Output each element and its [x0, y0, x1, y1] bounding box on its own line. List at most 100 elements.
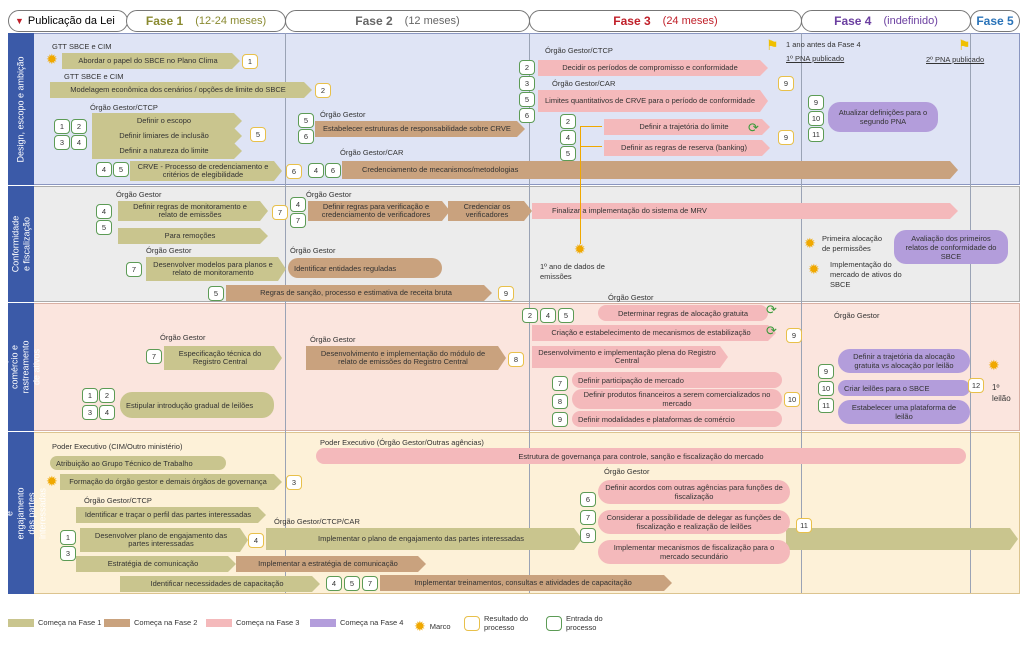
bar-crve: CRVE - Processo de credenciamento e crit… [130, 161, 282, 181]
bar-modelagem: Modelagem econômica dos cenários / opçõe… [50, 82, 312, 98]
milestone-label: 2º PNA publicado [926, 55, 985, 64]
input-hexagon: 10 [818, 381, 834, 396]
output-hexagon: 11 [796, 518, 812, 533]
bar-implementar-plano: Implementar o plano de engajamento das p… [266, 528, 582, 550]
phase-publicacao: ▼ Publicação da Lei [8, 10, 128, 32]
actor-label: GTT SBCE e CIM [52, 42, 112, 51]
bar-gratuita: Determinar regras de alocação gratuita [598, 305, 768, 321]
input-hexagon: 2 [71, 119, 87, 134]
input-hexagon: 2 [560, 114, 576, 129]
input-hexagon: 3 [60, 546, 76, 561]
input-hexagon: 4 [290, 197, 306, 212]
input-hexagon: 1 [82, 388, 98, 403]
milestone-label: Implementação do mercado de ativos do SB… [830, 260, 902, 289]
phase-5-name: Fase 5 [976, 14, 1014, 28]
bar-remocoes: Para remoções [118, 228, 268, 244]
input-hexagon: 1 [60, 530, 76, 545]
input-hexagon: 1 [54, 119, 70, 134]
bar-perfil: Identificar e traçar o perfil das partes… [76, 507, 266, 523]
bar-limiares: Definir limiares de inclusão [92, 128, 242, 144]
phase-1-dur: (12-24 meses) [195, 15, 267, 27]
input-hexagon: 4 [308, 163, 324, 178]
phase-2-name: Fase 2 [355, 14, 393, 28]
input-hexagon: 7 [126, 262, 142, 277]
bar-avaliacao: Avaliação dos primeiros relatos de confo… [894, 230, 1008, 264]
input-hexagon: 10 [808, 111, 824, 126]
input-hexagon: 5 [519, 92, 535, 107]
input-hexagon: 4 [540, 308, 556, 323]
milestone-label: 1º leilão [992, 383, 1011, 403]
bar-sancao: Regras de sanção, processo e estimativa … [226, 285, 492, 301]
milestone-star-icon: ✹ [804, 235, 816, 251]
bar-estabilizacao: Criação e estabelecimento de mecanismos … [532, 325, 776, 341]
bar-especificacao: Especificação técnica do Registro Centra… [164, 346, 282, 370]
milestone-star-icon: ✹ [46, 51, 58, 67]
milestone-star-icon: ✹ [988, 357, 1000, 373]
input-hexagon: 5 [558, 308, 574, 323]
bar-plataforma: Estabelecer uma plataforma de leilão [838, 400, 970, 424]
input-hexagon: 7 [290, 213, 306, 228]
actor-label: Órgão Gestor/CAR [552, 79, 616, 88]
input-hexagon: 6 [298, 129, 314, 144]
bar-implementar-comunicacao: Implementar a estratégia de comunicação [236, 556, 426, 572]
input-hexagon: 9 [818, 364, 834, 379]
actor-label: Órgão Gestor/CAR [340, 148, 404, 157]
bar-abordar: Abordar o papel do SBCE no Plano Clima [62, 53, 240, 69]
phase-divider [801, 33, 802, 593]
bar-implementar-plano-cont [786, 528, 1018, 550]
legend-phase3: Começa na Fase 3 [206, 618, 299, 627]
legend-entrada: Entrada do processo [546, 614, 618, 632]
phase-divider [285, 33, 286, 593]
input-hexagon: 5 [113, 162, 129, 177]
lane-title-governanca: Governança e engajamento das partes inte… [0, 432, 48, 594]
output-hexagon: 9 [786, 328, 802, 343]
bar-leiloes: Criar leilões para o SBCE [838, 380, 970, 396]
connector-line [580, 146, 602, 147]
output-hexagon: 2 [315, 83, 331, 98]
input-hexagon: 5 [344, 576, 360, 591]
bar-mecanismos-fiscalizacao: Implementar mecanismos de fiscalização p… [598, 540, 790, 564]
bar-modelos: Desenvolver modelos para planos e relato… [146, 257, 286, 281]
input-hexagon: 5 [96, 220, 112, 235]
input-hexagon: 3 [519, 76, 535, 91]
bar-atualizar: Atualizar definições para o segundo PNA [828, 102, 938, 132]
output-hexagon: 4 [248, 533, 264, 548]
bar-trajetoria: Definir a trajetória do limite [604, 119, 770, 135]
milestone-label: 1º ano de dados de emissões [540, 262, 605, 281]
cycle-icon: ⟳ [766, 323, 777, 338]
milestone-star-icon: ✹ [46, 473, 58, 489]
triangle-down-icon: ▼ [15, 16, 24, 26]
input-hexagon: 11 [818, 398, 834, 413]
phase-5: Fase 5 [970, 10, 1020, 32]
bar-escopo: Definir o escopo [92, 113, 242, 129]
output-hexagon: 9 [498, 286, 514, 301]
actor-label: Poder Executivo (CIM/Outro ministério) [52, 442, 183, 451]
bar-estrutura-governanca: Estrutura de governança para controle, s… [316, 448, 966, 464]
actor-label: GTT SBCE e CIM [64, 72, 124, 81]
bar-necessidades: Identificar necessidades de capacitação [120, 576, 320, 592]
actor-label: Órgão Gestor [306, 190, 352, 199]
bar-atribuicao: Atribuição ao Grupo Técnico de Trabalho [50, 456, 226, 470]
input-hexagon: 4 [560, 130, 576, 145]
output-hexagon: 9 [778, 130, 794, 145]
bar-delegar: Considerar a possibilidade de delegar as… [598, 510, 790, 534]
legend-resultado: Resultado do processo [464, 614, 536, 632]
bar-monitoramento: Definir regras de monitoramento e relato… [118, 201, 268, 221]
actor-label: Órgão Gestor [290, 246, 336, 255]
input-hexagon: 6 [580, 492, 596, 507]
output-hexagon: 1 [242, 54, 258, 69]
input-hexagon: 9 [808, 95, 824, 110]
actor-label: Órgão Gestor/CTCP [90, 103, 158, 112]
output-hexagon: 6 [286, 164, 302, 179]
bar-limites: Limites quantitativos de CRVE para o per… [538, 90, 768, 112]
lane-title-design: Design, escopo e ambição [8, 33, 34, 185]
bar-acordos: Definir acordos com outras agências para… [598, 480, 790, 504]
output-hexagon: 3 [286, 475, 302, 490]
input-hexagon: 4 [326, 576, 342, 591]
input-hexagon: 11 [808, 127, 824, 142]
bar-periodos: Decidir os períodos de compromisso e con… [538, 60, 768, 76]
phase-3-name: Fase 3 [613, 14, 651, 28]
actor-label: Órgão Gestor [146, 246, 192, 255]
pub-label: Publicação da Lei [27, 15, 115, 27]
bar-desenvolver-plano: Desenvolver plano de engajamento das par… [80, 528, 248, 552]
